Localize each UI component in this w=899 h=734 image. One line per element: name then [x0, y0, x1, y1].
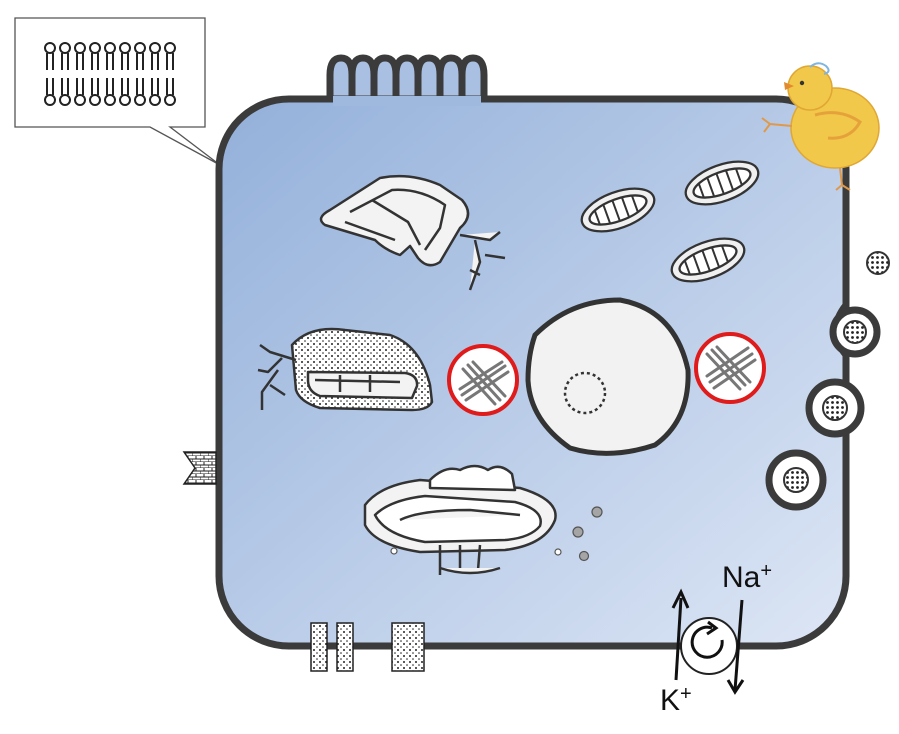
rough-er-icon: [257, 327, 434, 412]
chick-icon: [761, 62, 880, 191]
phospholipid-bilayer-icon: [44, 42, 176, 106]
nucleus-icon: [525, 297, 691, 456]
desmosome-icon: [182, 451, 217, 485]
sodium-potassium-pump-icon: [671, 588, 745, 695]
ion-channel-icon: [310, 622, 425, 672]
sodium-charge: +: [760, 560, 773, 582]
sodium-ion-text: Na: [722, 561, 761, 594]
sodium-arrow: [733, 599, 744, 691]
vesicle-icon: [390, 506, 603, 562]
golgi-icon: [363, 464, 557, 575]
centriole-icon: [447, 344, 519, 416]
vesicle-icon: [765, 251, 890, 511]
potassium-charge: +: [680, 683, 692, 705]
potassium-arrow: [674, 597, 683, 681]
sodium-label: Na+: [722, 560, 773, 594]
smooth-er-icon: [319, 174, 506, 291]
centriole-icon: [694, 332, 766, 404]
potassium-label: K+: [660, 683, 692, 717]
phospholipid-bilayer-callout: [14, 17, 221, 166]
potassium-ion-text: K: [660, 684, 681, 717]
mitochondrion-icon: [580, 160, 760, 283]
microvilli-icon: [326, 54, 488, 100]
